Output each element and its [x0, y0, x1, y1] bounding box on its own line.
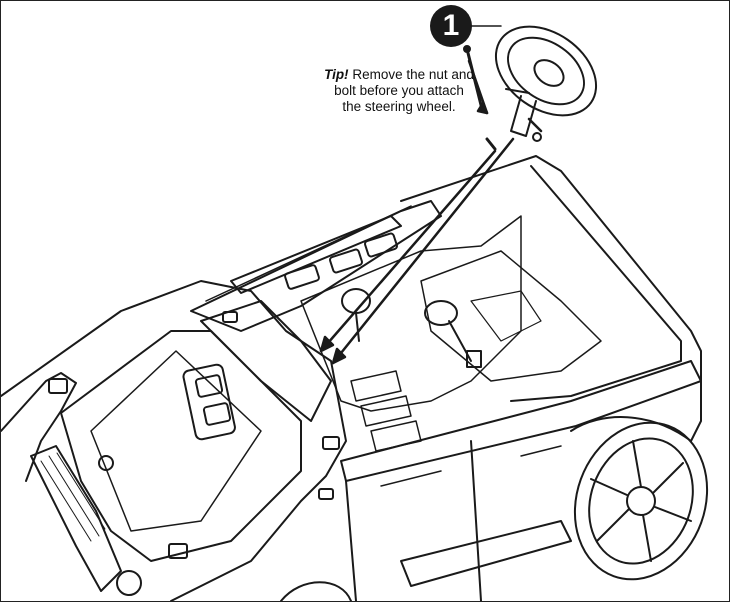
- alignment-arrows: [319, 59, 543, 365]
- step-number-badge: 1: [430, 5, 472, 47]
- tip-line-3: the steering wheel.: [342, 99, 456, 114]
- nut: [532, 132, 542, 142]
- tip-label: Tip!: [324, 67, 349, 82]
- tip-line-2: bolt before you attach: [334, 83, 464, 98]
- screw: [485, 137, 497, 151]
- tip-line-1: Remove the nut and: [352, 67, 474, 82]
- car-body: [1, 155, 709, 601]
- tip-callout: Tip! Remove the nut and bolt before you …: [319, 67, 479, 115]
- steering-wheel: [494, 25, 598, 137]
